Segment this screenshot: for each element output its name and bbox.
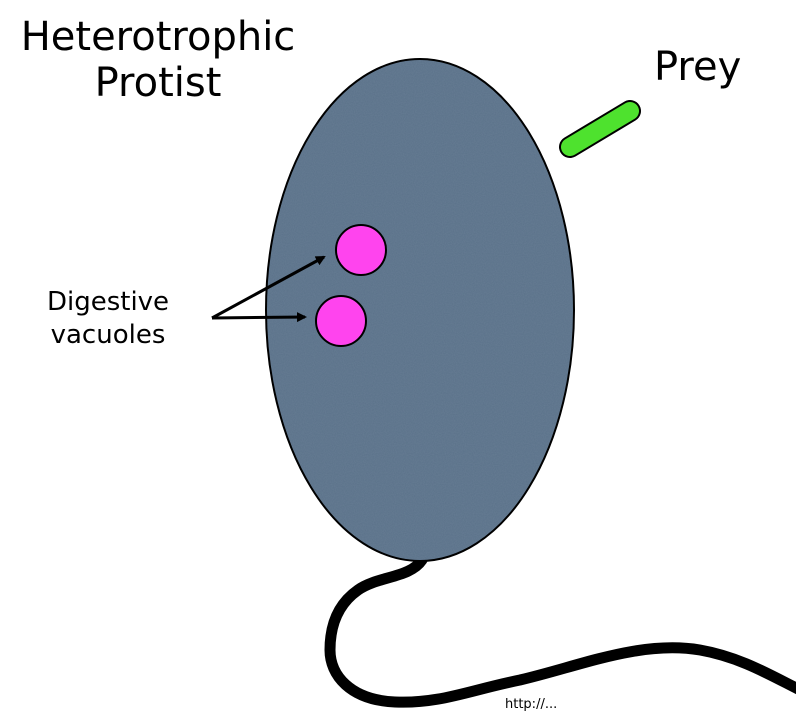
digestive-vacuole-lower xyxy=(316,296,366,346)
vacuole-label-line-1: Digestive xyxy=(18,286,198,319)
cell-texture xyxy=(267,60,573,560)
flagellum xyxy=(330,560,796,702)
vacuole-arrow-lower xyxy=(212,317,305,318)
source-url: http://... xyxy=(505,697,557,712)
digestive-vacuoles-label: Digestive vacuoles xyxy=(18,286,198,351)
vacuole-label-line-2: vacuoles xyxy=(18,319,198,352)
prey-label: Prey xyxy=(654,44,741,90)
diagram-title: Heterotrophic Protist xyxy=(8,14,308,106)
digestive-vacuole-upper xyxy=(336,225,386,275)
title-line-1: Heterotrophic xyxy=(8,14,308,60)
title-line-2: Protist xyxy=(8,60,308,106)
